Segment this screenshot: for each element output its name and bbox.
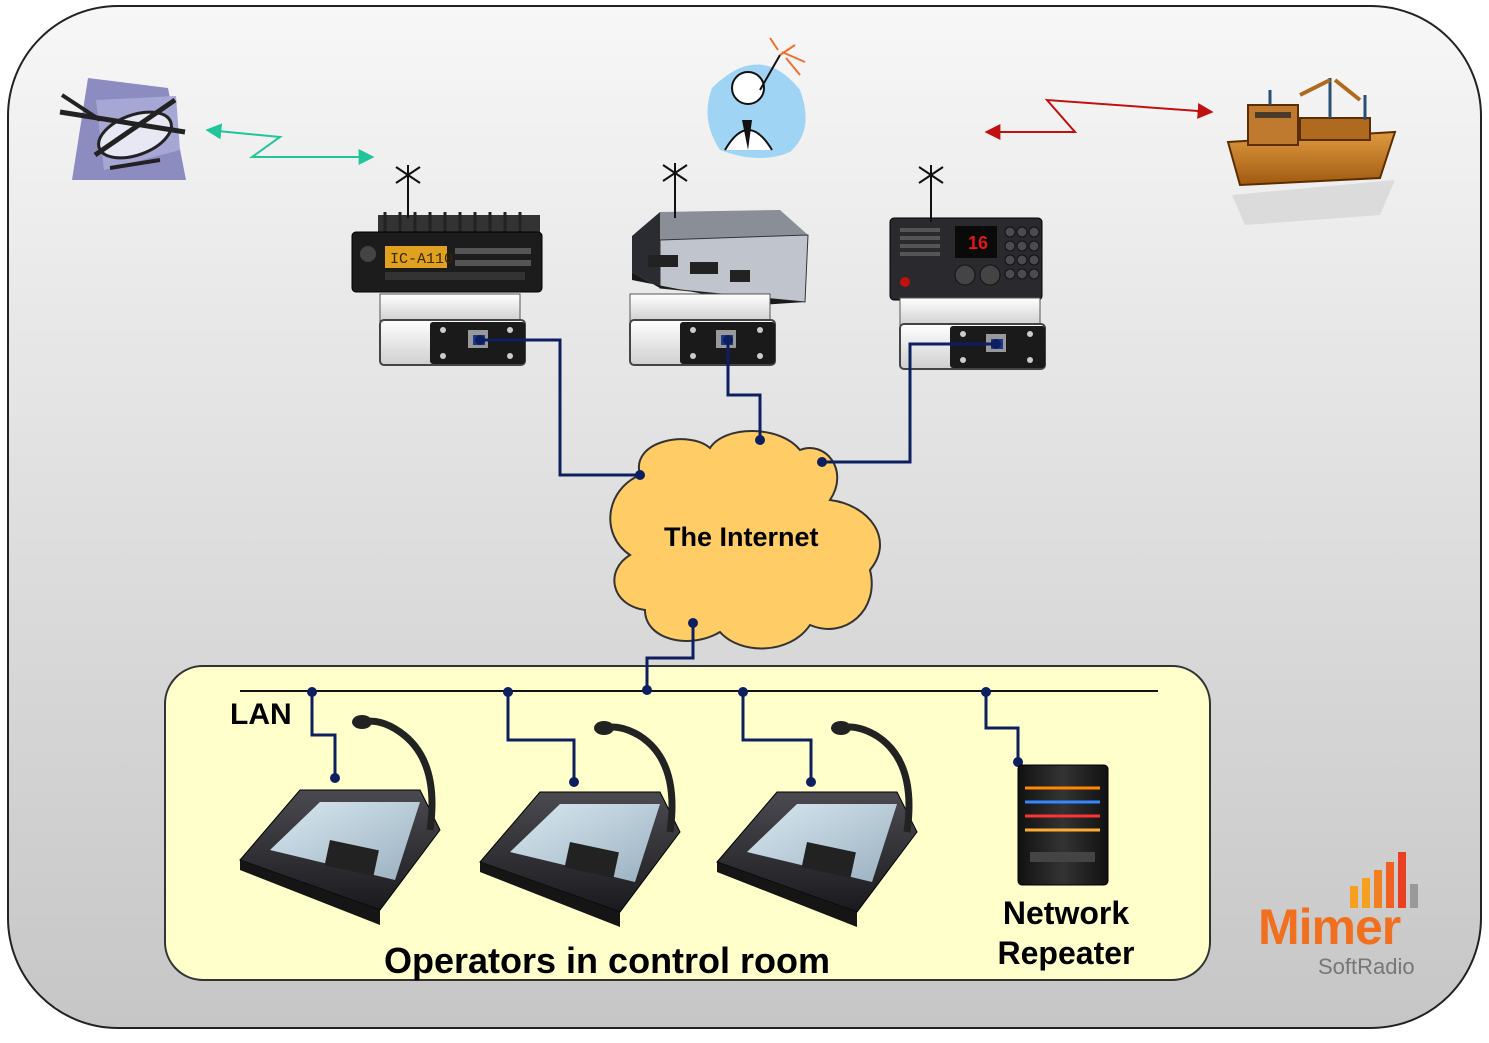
- box-radio: [632, 210, 809, 305]
- radio-gateway-2: [629, 293, 776, 366]
- radio-gateway-3: [899, 297, 1046, 370]
- control-room-area: [164, 665, 1211, 981]
- internet-label: The Internet: [664, 522, 819, 552]
- antenna-icon: [662, 163, 688, 218]
- lan-drops: [310, 658, 1020, 782]
- aviation-radio: IC-A110: [351, 212, 543, 293]
- antenna-icon: [918, 165, 944, 222]
- radio-display: IC-A110: [390, 251, 453, 268]
- dispatch-console-icon: [239, 715, 441, 925]
- radio-operator-icon: [707, 37, 806, 159]
- brand-subtitle: SoftRadio: [1318, 954, 1415, 979]
- marine-radio: 16: [889, 217, 1043, 301]
- operators-label: Operators in control room: [384, 940, 831, 981]
- lan-nodes: [307, 685, 1023, 787]
- radio-gateway-1: [379, 293, 526, 366]
- ship-icon: [1226, 78, 1397, 225]
- marine-channel-display: 16: [968, 233, 988, 253]
- brand-name: Mimer: [1258, 899, 1401, 955]
- cable-nodes: [475, 335, 1001, 628]
- network-repeater-label: Network Repeater: [997, 895, 1135, 971]
- radio-link-green: [205, 123, 375, 165]
- lan-label: LAN: [230, 698, 292, 731]
- radio-link-red: [984, 98, 1214, 140]
- helicopter-icon: [59, 78, 186, 180]
- server-icon: [1017, 764, 1109, 886]
- brand-logo-bars: [1350, 852, 1418, 908]
- antenna-icon: [395, 165, 421, 218]
- dispatch-console-icon: [716, 721, 918, 927]
- dispatch-console-icon: [479, 721, 681, 927]
- internet-cloud: [609, 430, 881, 650]
